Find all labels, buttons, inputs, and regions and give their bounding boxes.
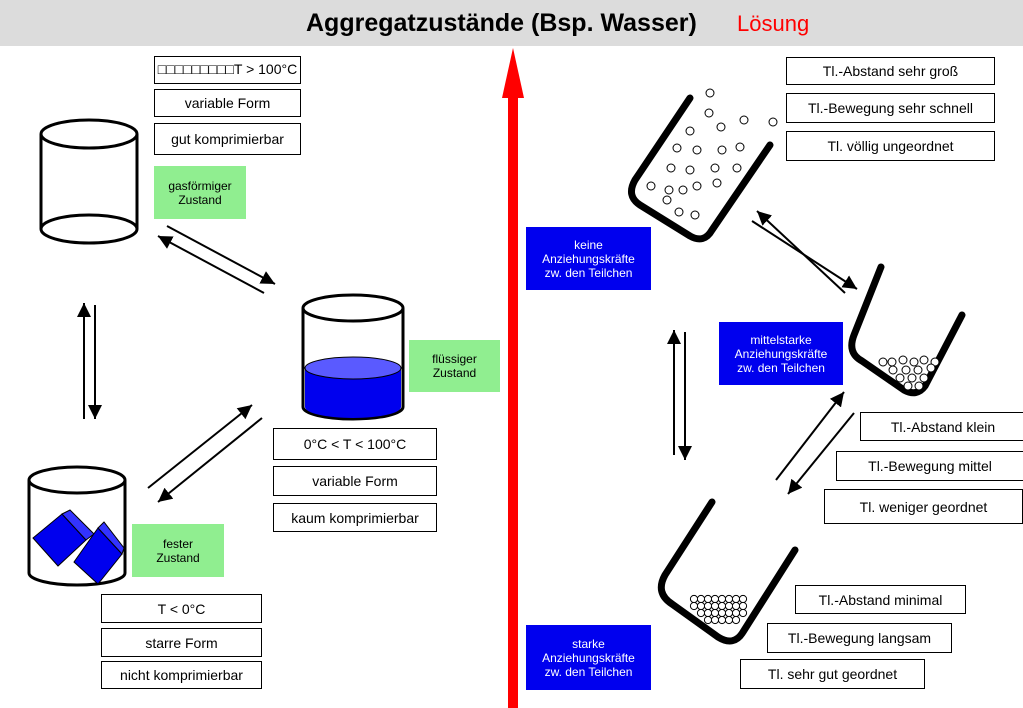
solid-bewegung-box: Tl.-Bewegung langsam	[767, 623, 952, 653]
ice-cube-icon	[73, 521, 125, 585]
liquid-state-text: flüssiger Zustand	[432, 352, 477, 380]
liquid-abstand-box: Tl.-Abstand klein	[860, 412, 1023, 441]
gas-form-box: variable Form	[154, 89, 301, 117]
liquid-temperature-box: 0°C < T < 100°C	[273, 428, 437, 460]
page-subtitle: Lösung	[737, 11, 810, 36]
phase-arrows-right	[667, 210, 858, 495]
liquid-form-box: variable Form	[273, 466, 437, 496]
gas-compress-box: gut komprimierbar	[154, 123, 301, 155]
liquid-forces-text: mittelstarke Anziehungskräfte zw. den Te…	[734, 332, 828, 375]
gas-state-text: gasförmiger Zustand	[168, 178, 232, 207]
solid-form-box: starre Form	[101, 628, 262, 657]
liquid-ordnung-box: Tl. weniger geordnet	[824, 489, 1023, 524]
liquid-forces-label: mittelstarke Anziehungskräfte zw. den Te…	[719, 322, 843, 385]
gas-forces-text: keine Anziehungskräfte zw. den Teilchen	[542, 237, 635, 280]
particle-container-solid	[657, 498, 799, 645]
gas-temperature-box: □□□□□□□□□T > 100°C	[154, 56, 301, 84]
gas-bewegung-box: Tl.-Bewegung sehr schnell	[786, 93, 995, 123]
solid-ordnung-box: Tl. sehr gut geordnet	[740, 659, 925, 689]
solid-temperature-box: T < 0°C	[101, 594, 262, 623]
gas-ordnung-box: Tl. völlig ungeordnet	[786, 131, 995, 161]
gas-abstand-box: Tl.-Abstand sehr groß	[786, 57, 995, 85]
particle-container-gas	[627, 88, 778, 243]
temperature-axis	[502, 48, 524, 708]
phase-arrows-left	[77, 225, 276, 503]
gas-forces-label: keine Anziehungskräfte zw. den Teilchen	[526, 227, 651, 290]
gas-state-label: gasförmiger Zustand	[154, 166, 246, 219]
solid-beaker	[27, 465, 127, 587]
liquid-beaker	[301, 293, 405, 421]
solid-state-text: fester Zustand	[156, 536, 200, 565]
solid-compress-box: nicht komprimierbar	[101, 661, 262, 689]
solid-forces-text: starke Anziehungskräfte zw. den Teilchen	[542, 636, 635, 679]
liquid-state-label: flüssiger Zustand	[409, 340, 500, 392]
solid-forces-label: starke Anziehungskräfte zw. den Teilchen	[526, 625, 651, 690]
liquid-compress-box: kaum komprimierbar	[273, 503, 437, 532]
header-bar: Aggregatzustände (Bsp. Wasser) Lösung	[0, 0, 1023, 46]
gas-beaker	[39, 118, 139, 245]
solid-abstand-box: Tl.-Abstand minimal	[795, 585, 966, 614]
particle-container-liquid	[848, 263, 966, 397]
solid-state-label: fester Zustand	[132, 524, 224, 577]
page-title: Aggregatzustände (Bsp. Wasser)	[306, 9, 697, 37]
liquid-bewegung-box: Tl.-Bewegung mittel	[836, 451, 1023, 481]
